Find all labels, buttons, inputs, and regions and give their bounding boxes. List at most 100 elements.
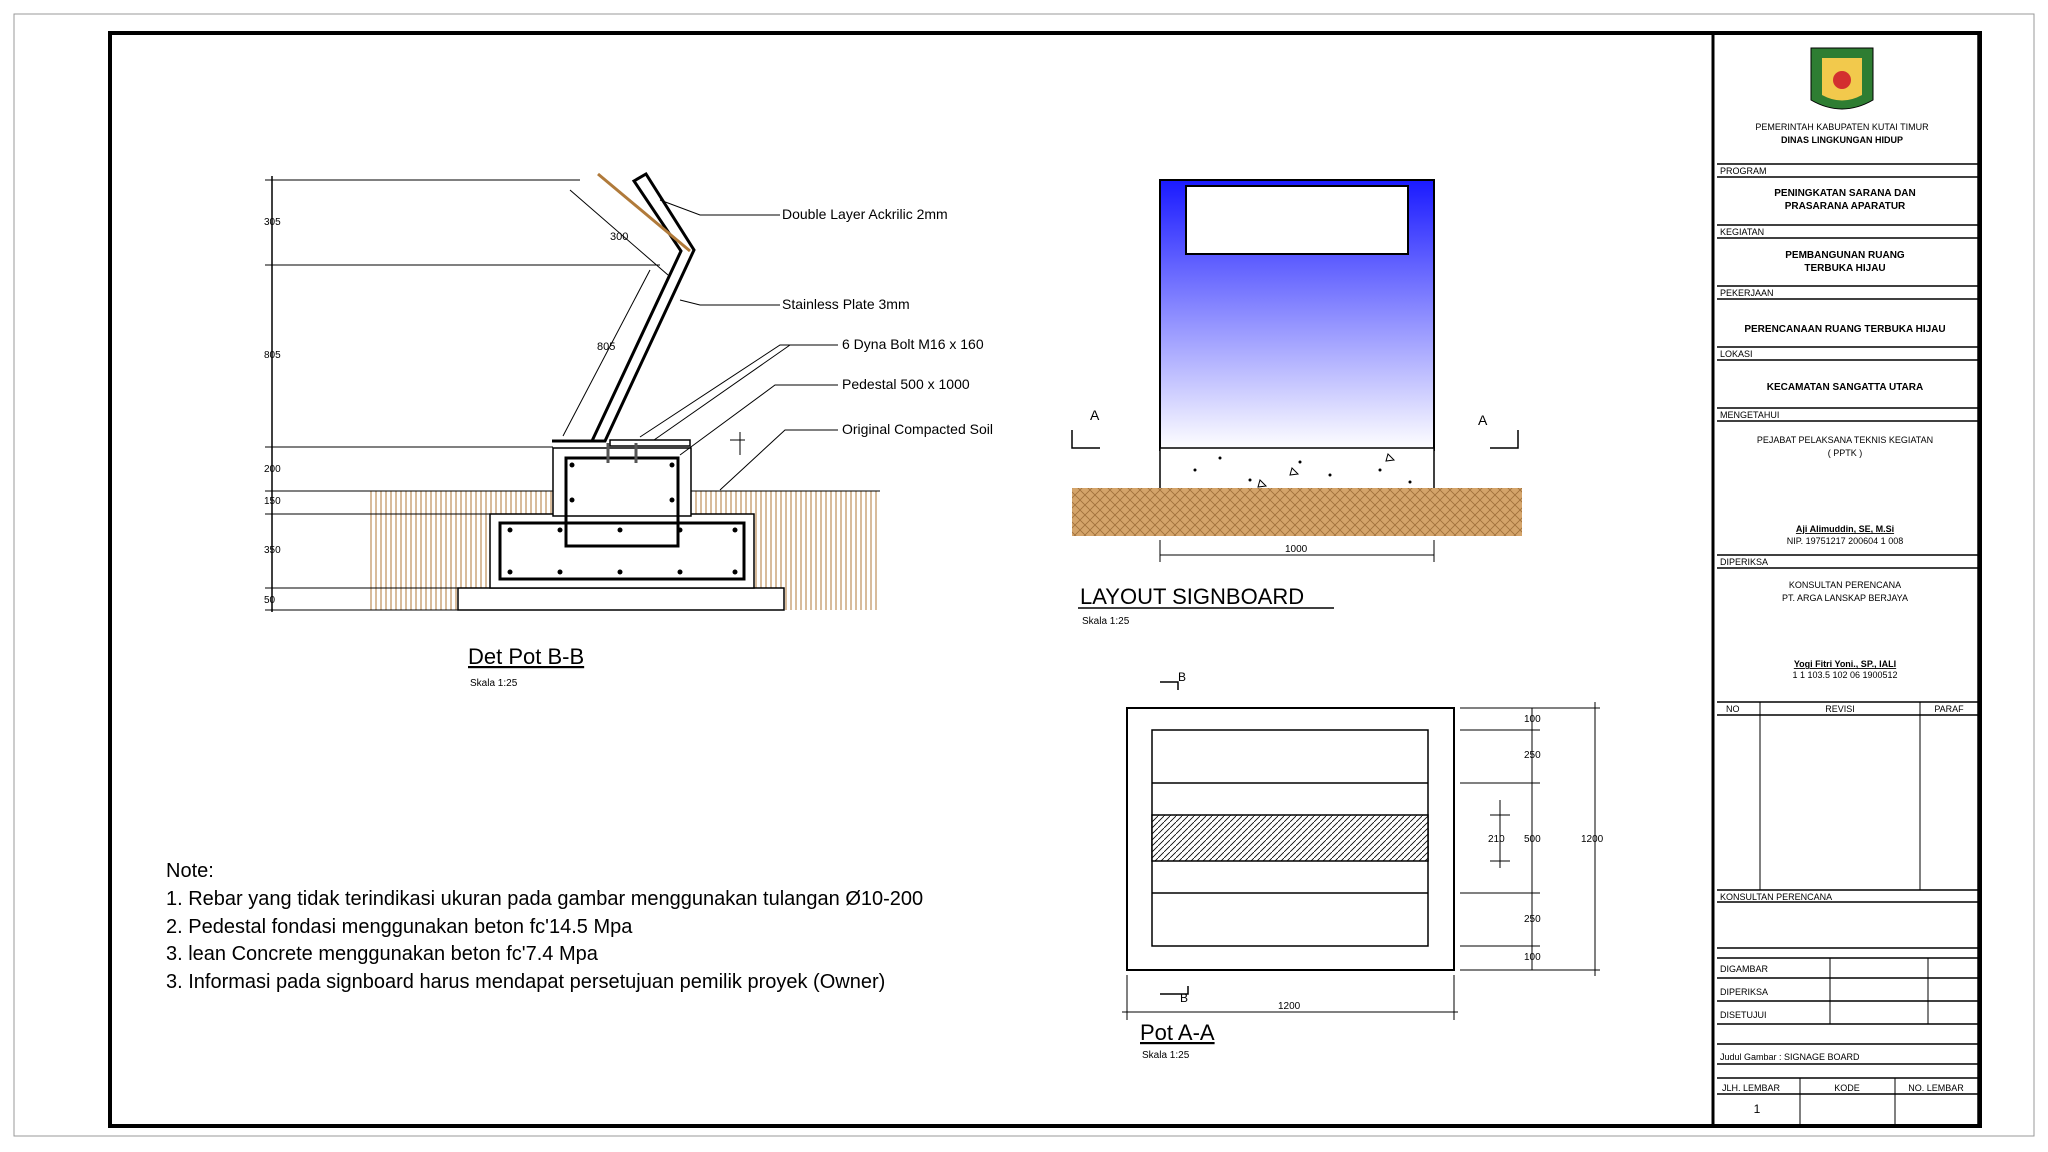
lokasi-value: KECAMATAN SANGATTA UTARA xyxy=(1767,382,1923,393)
notes: Note: 1. Rebar yang tidak terindikasi uk… xyxy=(166,860,923,993)
jlh-lembar-label: JLH. LEMBAR xyxy=(1722,1083,1781,1093)
callout-stainless: Stainless Plate 3mm xyxy=(782,296,910,312)
sign-pedestal xyxy=(1159,447,1435,491)
section-mark-right xyxy=(1490,430,1519,449)
acrylic-layer xyxy=(597,172,691,253)
det-pot-bb-scale: Skala 1:25 xyxy=(470,678,518,689)
revision-no-header: NO xyxy=(1726,704,1740,714)
program-value-2: PRASARANA APARATUR xyxy=(1785,201,1906,212)
pot-aa-scale: Skala 1:25 xyxy=(1142,1050,1190,1061)
left-dim-extensions xyxy=(265,179,660,611)
callout-pedestal: Pedestal 500 x 1000 xyxy=(842,376,970,392)
pot-aa-title: Pot A-A xyxy=(1140,1020,1215,1045)
no-lembar-label: NO. LEMBAR xyxy=(1908,1083,1964,1093)
dim-50: 50 xyxy=(264,595,276,606)
mengetahui-name: Aji Alimuddin, SE, M.Si xyxy=(1796,524,1894,534)
sign-info-panel xyxy=(1185,185,1409,255)
title-block-columns xyxy=(1759,702,1929,1126)
notes-heading: Note: xyxy=(166,860,214,882)
section-mark-top xyxy=(1160,681,1179,690)
revision-revisi-header: REVISI xyxy=(1825,704,1855,714)
section-label-left: A xyxy=(1090,407,1100,423)
note-item-2: 2. Pedestal fondasi menggunakan beton fc… xyxy=(166,916,633,938)
incline-dim-300: 300 xyxy=(610,231,628,243)
section-mark-bottom xyxy=(1160,986,1189,995)
diperiksa-name: Yogi Fitri Yoni., SP., IALI xyxy=(1794,659,1896,669)
sign-width-value: 1000 xyxy=(1285,544,1308,555)
soil-hatch xyxy=(1072,488,1522,536)
diperiksa-id: 1 1 103.5 102 06 1900512 xyxy=(1792,670,1897,680)
dim-200: 200 xyxy=(264,464,281,475)
mengetahui-role-1: PEJABAT PELAKSANA TEKNIS KEGIATAN xyxy=(1757,435,1933,445)
callout-leaders xyxy=(639,199,838,491)
pot-aa-hatch xyxy=(1151,814,1429,862)
title-block-rows xyxy=(1717,33,1979,1126)
diperiksa-org-2: PT. ARGA LANSKAP BERJAYA xyxy=(1782,593,1908,603)
concrete-speckle xyxy=(1193,453,1412,488)
pot-aa-dim-100-bottom: 100 xyxy=(1524,952,1541,963)
footing xyxy=(489,513,755,589)
pot-aa-dim-100-top: 100 xyxy=(1524,714,1541,725)
pot-aa-dim-1200-width: 1200 xyxy=(1278,1001,1301,1012)
layout-signboard-title: LAYOUT SIGNBOARD xyxy=(1080,584,1304,609)
section-mark-left xyxy=(1071,430,1100,449)
judul-gambar: Judul Gambar : SIGNAGE BOARD xyxy=(1720,1052,1860,1062)
title-block: PEMERINTAH KABUPATEN KUTAI TIMUR DINAS L… xyxy=(1717,33,1979,1126)
rebar-dots xyxy=(507,462,738,575)
inclined-panel xyxy=(552,171,696,443)
diperiksa-org-1: KONSULTAN PERENCANA xyxy=(1789,580,1901,590)
konsultan-label: KONSULTAN PERENCANA xyxy=(1720,892,1832,902)
pot-aa: B B 100 250 500 250 100 210 1200 1200 Po… xyxy=(1122,670,1604,1061)
lokasi-label: LOKASI xyxy=(1720,349,1753,359)
pot-aa-dim-1200-height: 1200 xyxy=(1581,834,1604,845)
jlh-lembar-value: 1 xyxy=(1754,1102,1761,1116)
layout-signboard-scale: Skala 1:25 xyxy=(1082,616,1130,627)
kegiatan-label: KEGIATAN xyxy=(1720,227,1764,237)
pedestal-rebar xyxy=(564,456,680,548)
callout-acrylic: Double Layer Ackrilic 2mm xyxy=(782,206,948,222)
section-label-top: B xyxy=(1178,670,1186,684)
layout-signboard: A A 1000 LAYOUT SIGNBOARD Skala 1:25 xyxy=(1071,179,1522,627)
pekerjaan-value: PERENCANAAN RUANG TERBUKA HIJAU xyxy=(1744,324,1945,335)
disetujui-label: DISETUJUI xyxy=(1720,1010,1767,1020)
digambar-label: DIGAMBAR xyxy=(1720,964,1769,974)
note-item-1: 1. Rebar yang tidak terindikasi ukuran p… xyxy=(166,888,923,910)
mengetahui-nip: NIP. 19751217 200604 1 008 xyxy=(1787,536,1903,546)
pot-aa-dim-extensions xyxy=(1460,707,1600,971)
kegiatan-value-2: TERBUKA HIJAU xyxy=(1804,263,1885,274)
mengetahui-label: MENGETAHUI xyxy=(1720,410,1779,420)
callout-bolt: 6 Dyna Bolt M16 x 160 xyxy=(842,336,984,352)
org-line-2: DINAS LINGKUNGAN HIDUP xyxy=(1781,135,1903,145)
lean-concrete xyxy=(457,587,785,611)
section-label-right: A xyxy=(1478,412,1488,428)
government-logo xyxy=(1810,47,1874,110)
dim-150: 150 xyxy=(264,496,281,507)
dim-305: 305 xyxy=(264,217,281,228)
note-item-4: 3. Informasi pada signboard harus mendap… xyxy=(166,971,885,993)
section-label-bottom: B xyxy=(1180,991,1188,1005)
pot-aa-dim-250-bottom: 250 xyxy=(1524,914,1541,925)
base-plate xyxy=(609,439,691,447)
kegiatan-value-1: PEMBANGUNAN RUANG xyxy=(1785,250,1905,261)
diperiksa-label: DIPERIKSA xyxy=(1720,557,1768,567)
drawing-border xyxy=(108,31,1982,1128)
outer-frame xyxy=(13,13,2035,1137)
footing-rebar xyxy=(498,521,746,581)
program-value-1: PENINGKATAN SARANA DAN xyxy=(1774,188,1915,199)
program-label: PROGRAM xyxy=(1720,166,1767,176)
det-pot-bb: 300 805 305 805 200 150 350 50 xyxy=(264,171,993,689)
incline-dim-line xyxy=(569,189,669,276)
det-pot-bb-title: Det Pot B-B xyxy=(468,644,584,669)
note-item-3: 3. lean Concrete menggunakan beton fc'7.… xyxy=(166,943,599,965)
diperiksa2-label: DIPERIKSA xyxy=(1720,987,1768,997)
callout-soil: Original Compacted Soil xyxy=(842,421,993,437)
kode-label: KODE xyxy=(1834,1083,1860,1093)
dim-350: 350 xyxy=(264,545,281,556)
incline-dim-line xyxy=(562,269,651,437)
pekerjaan-label: PEKERJAAN xyxy=(1720,288,1774,298)
org-line-1: PEMERINTAH KABUPATEN KUTAI TIMUR xyxy=(1755,122,1929,132)
dim-805: 805 xyxy=(264,350,281,361)
revision-paraf-header: PARAF xyxy=(1934,704,1964,714)
pot-aa-dim-210: 210 xyxy=(1488,834,1505,845)
